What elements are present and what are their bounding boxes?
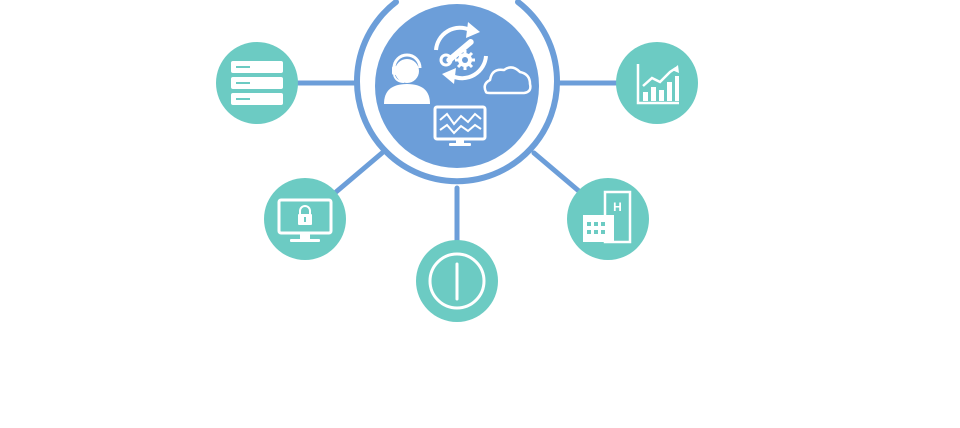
- wrench-gear-sync-icon: [434, 22, 488, 84]
- hospital-node: H: [567, 178, 649, 260]
- hub-outer-ring: [354, 0, 560, 185]
- monitor-waveform-icon: [433, 105, 487, 146]
- hub-circle: [375, 4, 539, 168]
- server-rack-icon: [231, 61, 283, 105]
- connector-secure-monitor: [333, 150, 385, 195]
- secure-monitor-node: [264, 178, 346, 260]
- monitor-lock-icon: [277, 198, 333, 242]
- analytics-node: [616, 42, 698, 124]
- hospital-building-icon: H: [583, 190, 632, 244]
- connectors: [295, 80, 620, 245]
- power-icon: [428, 252, 486, 310]
- connector-hospital: [531, 150, 583, 195]
- hospital-letter-label: H: [613, 200, 622, 214]
- growth-chart-icon: [636, 64, 679, 105]
- cloud-icon: [483, 66, 532, 95]
- power-node: [416, 240, 498, 322]
- central-hub: [375, 4, 539, 168]
- support-agent-icon: [384, 53, 430, 104]
- server-node: [216, 42, 298, 124]
